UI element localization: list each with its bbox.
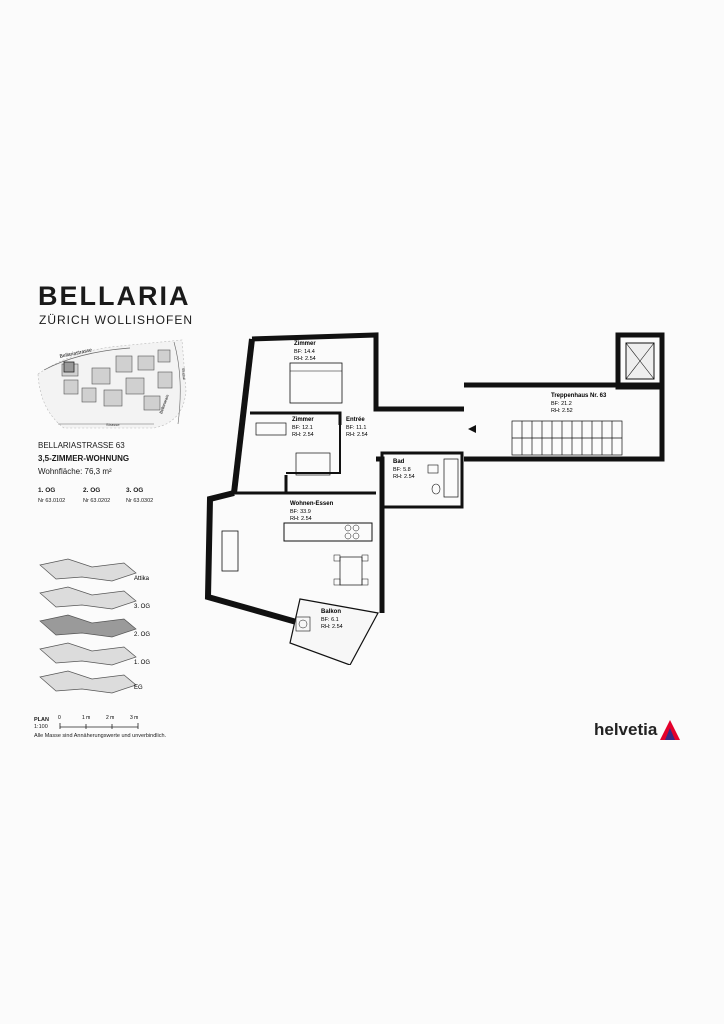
stack-label: 3. OG xyxy=(134,604,150,610)
unit-living-area: Wohnfläche: 76,3 m² xyxy=(38,467,112,476)
room-label-entrance: Entrée BF: 11.1 RH: 2.54 xyxy=(346,417,368,438)
plan-scale-ratio: 1:100 xyxy=(34,724,48,730)
svg-text:Bad: Bad xyxy=(393,459,405,465)
site-street-side: Bellariarain xyxy=(158,394,170,415)
stack-label: 2. OG xyxy=(134,632,150,638)
unit-type: 3,5-ZIMMER-WOHNUNG xyxy=(38,454,130,463)
logo-triangle-icon xyxy=(660,720,681,740)
svg-text:RH: 2.54: RH: 2.54 xyxy=(346,432,368,438)
svg-text:RH: 2.54: RH: 2.54 xyxy=(393,474,415,480)
svg-text:Zimmer: Zimmer xyxy=(294,341,316,347)
svg-text:Entrée: Entrée xyxy=(346,417,365,423)
svg-text:Wohnen-Essen: Wohnen-Essen xyxy=(290,501,334,507)
floor-plan: Zimmer BF: 14.4 RH: 2.54 Zimmer BF: 12.1… xyxy=(204,332,665,665)
site-street-bottom: Strasse xyxy=(106,422,120,427)
svg-text:RH: 2.54: RH: 2.54 xyxy=(292,432,314,438)
room-label-bathroom: Bad BF: 5.8 RH: 2.54 xyxy=(393,459,415,480)
scale-bar: 0 1 m 2 m 3 m xyxy=(58,715,139,729)
svg-text:BF: 21.2: BF: 21.2 xyxy=(551,401,572,407)
logo-text: helvetia xyxy=(594,720,658,739)
svg-text:BF: 33.9: BF: 33.9 xyxy=(290,509,311,515)
room-label-staircase: Treppenhaus Nr. 63 BF: 21.2 RH: 2.52 xyxy=(551,393,607,414)
unit-address: BELLARIASTRASSE 63 xyxy=(38,441,125,450)
svg-text:Treppenhaus Nr. 63: Treppenhaus Nr. 63 xyxy=(551,393,607,399)
scale-tick-label: 0 xyxy=(58,715,61,721)
stack-label: Attika xyxy=(134,576,150,582)
svg-text:BF: 11.1: BF: 11.1 xyxy=(346,425,366,431)
stack-label: 1. OG xyxy=(134,660,150,666)
disclaimer: Alle Masse sind Annäherungswerte und unv… xyxy=(34,733,167,739)
svg-text:Zimmer: Zimmer xyxy=(292,417,314,423)
plan-label: PLAN xyxy=(34,717,49,723)
svg-text:BF: 5.8: BF: 5.8 xyxy=(393,467,411,473)
site-street-right: Strasse xyxy=(181,368,186,380)
helvetia-logo: helvetia xyxy=(594,718,681,742)
floor-entry: 3. OG Nr 63.0302 xyxy=(126,487,154,504)
stack-label: EG xyxy=(134,685,143,691)
floor-entry: 2. OG Nr 63.0202 xyxy=(83,487,111,504)
svg-text:BF: 12.1: BF: 12.1 xyxy=(292,425,313,431)
floor-entry: 1. OG Nr 63.0102 xyxy=(38,487,66,504)
scale-tick-label: 1 m xyxy=(82,715,90,721)
site-plan-map: Bellariastrasse Strasse Bellariarain Str… xyxy=(37,339,187,429)
svg-text:RH: 2.54: RH: 2.54 xyxy=(290,516,312,522)
project-title: BELLARIA xyxy=(38,281,191,311)
svg-text:Balkon: Balkon xyxy=(321,609,341,615)
svg-text:RH: 2.54: RH: 2.54 xyxy=(294,356,316,362)
room-label-bedroom: Zimmer BF: 14.4 RH: 2.54 xyxy=(294,341,316,362)
svg-text:BF: 14.4: BF: 14.4 xyxy=(294,349,315,355)
svg-text:RH: 2.54: RH: 2.54 xyxy=(321,624,343,630)
svg-text:BF: 6.1: BF: 6.1 xyxy=(321,617,339,623)
project-location: ZÜRICH WOLLISHOFEN xyxy=(39,313,194,327)
room-label-bedroom-2: Zimmer BF: 12.1 RH: 2.54 xyxy=(292,417,314,438)
scale-tick-label: 3 m xyxy=(130,715,138,721)
floor-stack-diagram: Attika 3. OG 2. OG 1. OG EG xyxy=(39,558,150,694)
room-label-balcony: Balkon BF: 6.1 RH: 2.54 xyxy=(321,609,343,630)
scale-tick-label: 2 m xyxy=(106,715,114,721)
room-label-living-dining: Wohnen-Essen BF: 33.9 RH: 2.54 xyxy=(290,501,334,522)
svg-text:RH: 2.52: RH: 2.52 xyxy=(551,408,573,414)
